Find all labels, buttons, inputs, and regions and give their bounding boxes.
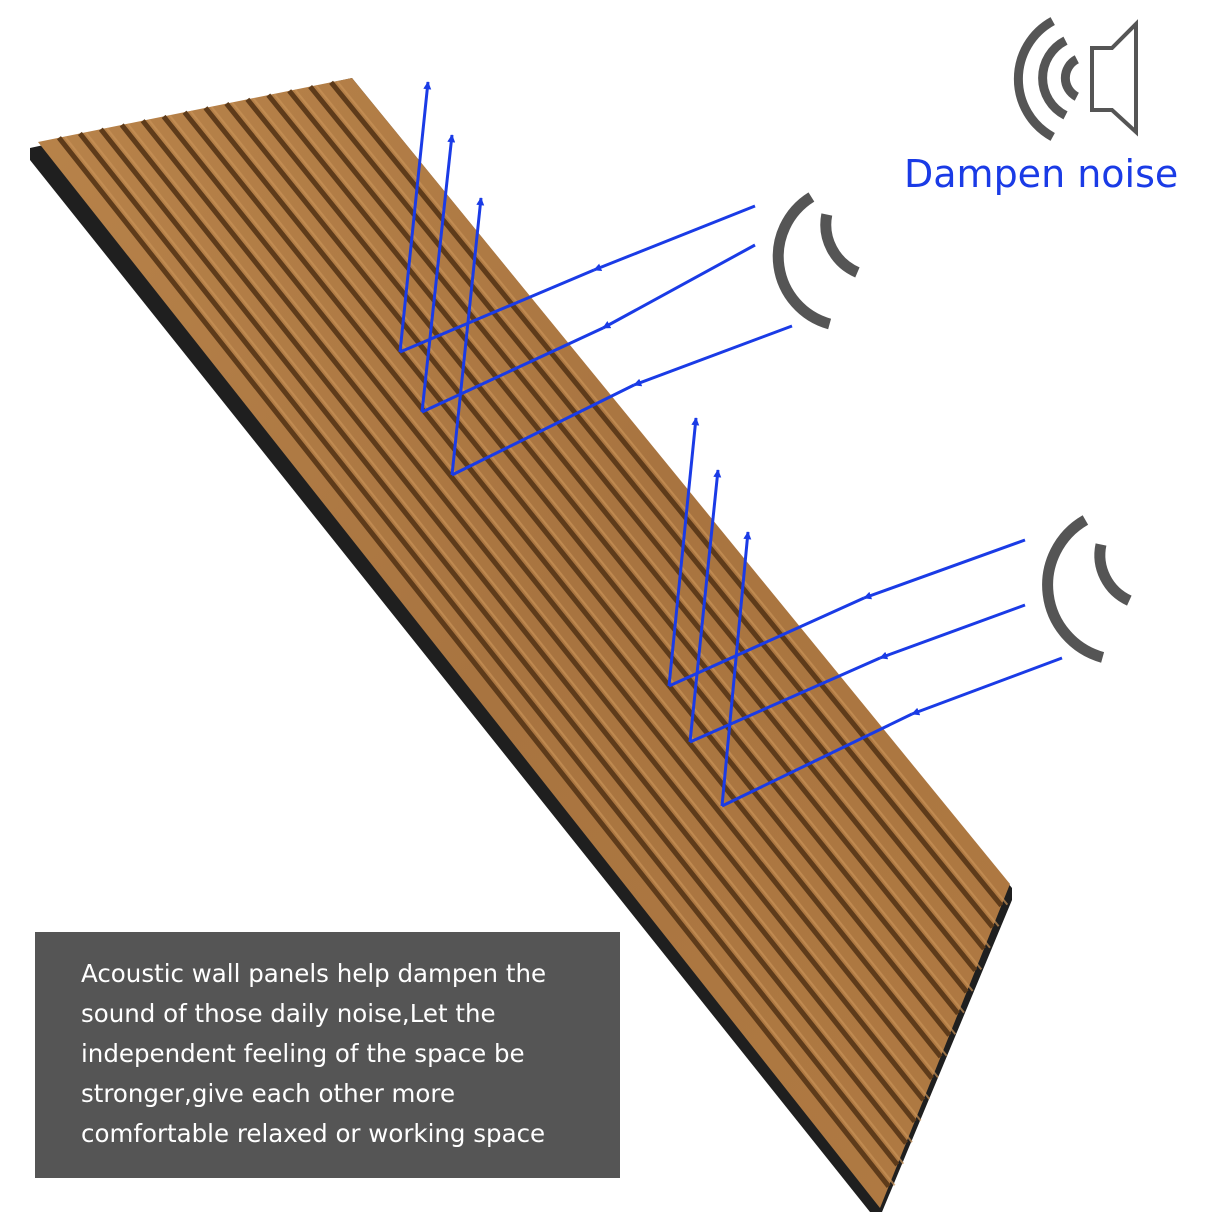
reflected-arrow xyxy=(398,81,432,353)
sound-reflection-arrows-top xyxy=(398,81,793,477)
slat-highlight xyxy=(64,136,896,1187)
slat-highlight xyxy=(231,101,965,1014)
incoming-arrow xyxy=(863,538,1026,600)
incoming-arrow xyxy=(602,243,756,330)
slat-groove xyxy=(287,89,986,951)
reflected-arrow xyxy=(420,134,456,413)
slat-highlight xyxy=(210,106,957,1035)
slat-groove xyxy=(98,127,908,1145)
wood-panel-surface xyxy=(38,78,1010,1208)
sound-reflection-arrows-bottom xyxy=(667,417,1063,808)
slat-groove xyxy=(308,84,995,929)
slat-highlight xyxy=(126,123,922,1122)
slat-highlight xyxy=(85,131,905,1165)
incoming-arrow-shaft xyxy=(721,712,913,808)
incoming-arrow-shaft xyxy=(451,383,635,477)
incoming-arrow xyxy=(911,656,1063,716)
incoming-arrow xyxy=(879,603,1026,660)
incoming-arrow xyxy=(633,324,793,387)
incoming-arrow xyxy=(593,204,756,272)
slat-groove xyxy=(119,123,917,1124)
caption-line: comfortable relaxed or working space xyxy=(81,1119,546,1148)
slat-groove xyxy=(203,106,952,1037)
reflected-arrow xyxy=(720,531,752,807)
slat-highlight xyxy=(315,84,1000,927)
slat-groove xyxy=(140,119,926,1102)
wood-slats xyxy=(56,80,1009,1188)
caption-line: sound of those daily noise,Let the xyxy=(81,999,496,1028)
caption-line: stronger,give each other more xyxy=(81,1079,456,1108)
caption-line: Acoustic wall panels help dampen the xyxy=(81,959,547,988)
slat-groove xyxy=(224,102,960,1016)
dampen-noise-title: Dampen noise xyxy=(904,152,1179,196)
slat-groove xyxy=(161,114,934,1080)
speaker-icon xyxy=(1013,17,1138,141)
reflected-arrow xyxy=(450,197,485,476)
reflected-arrow xyxy=(667,417,700,687)
slat-highlight xyxy=(147,119,931,1100)
incoming-arrow-shaft xyxy=(421,326,604,414)
slat-highlight xyxy=(168,114,939,1079)
slat-highlight xyxy=(273,93,983,971)
incoming-arrow-shaft xyxy=(399,268,595,354)
slat-groove xyxy=(182,110,943,1059)
caption-line: independent feeling of the space be xyxy=(81,1039,525,1068)
slat-groove xyxy=(245,97,969,994)
slat-highlight xyxy=(336,80,1009,906)
incoming-arrow-shaft xyxy=(689,656,881,744)
incoming-arrow-shaft xyxy=(668,596,865,688)
slat-groove xyxy=(77,131,900,1167)
caption-box: Acoustic wall panels help dampen the sou… xyxy=(35,932,620,1178)
slat-highlight xyxy=(106,127,913,1143)
slat-highlight xyxy=(252,97,974,992)
slat-groove xyxy=(266,93,978,972)
sound-waves-icon xyxy=(1042,515,1132,663)
reflected-arrow xyxy=(688,469,722,743)
slat-highlight xyxy=(189,110,948,1057)
sound-waves-icon xyxy=(772,192,860,330)
slat-groove xyxy=(56,136,891,1188)
